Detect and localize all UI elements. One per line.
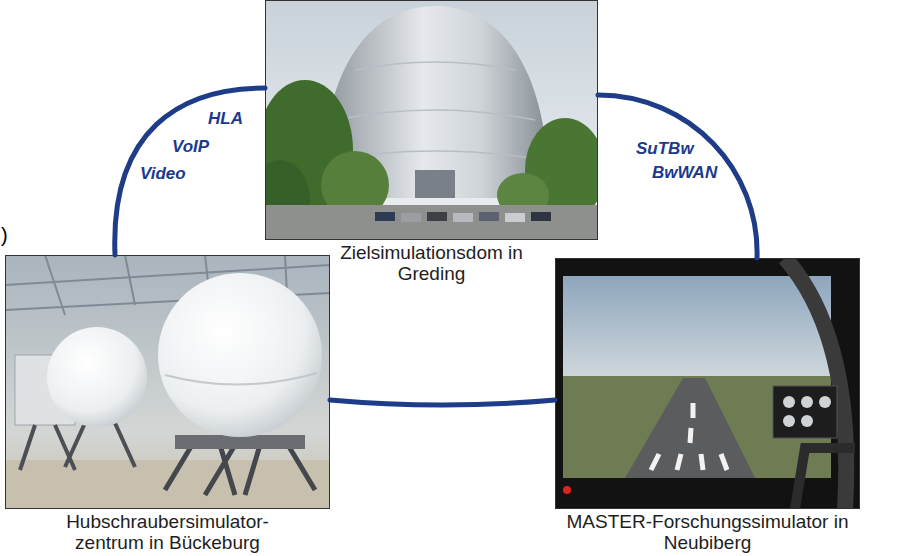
network-link [330, 400, 555, 405]
photo-detail [265, 205, 598, 240]
photo-detail [773, 386, 837, 438]
photo-detail [375, 212, 395, 221]
photo-detail [555, 258, 860, 509]
photo-detail [20, 423, 135, 470]
dome-photo [265, 0, 598, 240]
photo-detail [47, 327, 147, 427]
photo-detail [158, 273, 322, 437]
photo-detail [401, 213, 421, 222]
photo-detail [651, 403, 727, 470]
caption-text: Hubschraubersimulator- zentrum in Bückeb… [43, 511, 293, 553]
link-label: VoIP [172, 137, 209, 157]
caption-text: MASTER-Forschungssimulator in Neubiberg [562, 511, 854, 553]
photo-detail [327, 62, 543, 160]
link-label: BwWAN [652, 163, 717, 183]
photo-detail [795, 448, 855, 509]
caption-text: Zielsimulationsdom in Greding [332, 242, 532, 284]
photo-detail [266, 1, 598, 240]
photo-detail [505, 213, 525, 222]
simulator-hall-photo [5, 255, 330, 509]
photo-detail [479, 212, 499, 221]
photo-detail [165, 373, 317, 385]
photo-node: MASTER-Forschungssimulator in Neubiberg [555, 258, 860, 553]
photo-detail [531, 212, 551, 221]
network-link [598, 95, 757, 258]
photo-detail [625, 378, 755, 478]
network-link [115, 88, 265, 255]
photo-node: Zielsimulationsdom in Greding [265, 0, 598, 284]
edge-fragment: ) [1, 224, 8, 246]
photo-detail [427, 212, 447, 221]
photo-detail [415, 170, 455, 198]
photo-detail [175, 435, 305, 449]
photo-node: Hubschraubersimulator- zentrum in Bückeb… [5, 255, 330, 553]
photo-detail [563, 486, 571, 494]
photo-detail [801, 396, 813, 408]
link-label: Video [140, 164, 186, 184]
photo-detail [783, 396, 795, 408]
link-label: HLA [208, 109, 243, 129]
photo-detail [801, 415, 813, 427]
photo-detail [6, 256, 330, 509]
photo-detail [5, 255, 330, 509]
photo-detail [453, 213, 473, 222]
photo-detail [783, 415, 795, 427]
photo-detail [785, 258, 846, 509]
photo-detail [563, 276, 831, 388]
photo-detail [819, 396, 831, 408]
cockpit-photo [555, 258, 860, 509]
photo-detail [556, 259, 860, 509]
link-label: SuTBw [636, 139, 694, 159]
